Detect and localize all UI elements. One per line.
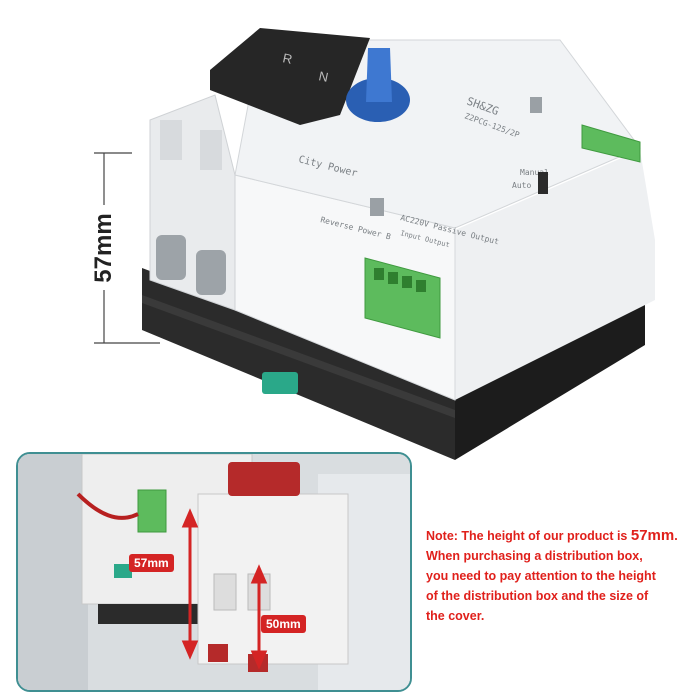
note-line-2: When purchasing a distribution box, xyxy=(426,549,643,563)
tag-57mm: 57mm xyxy=(129,554,174,572)
indicator-window-2 xyxy=(370,198,384,216)
inset-photo: 57mm 50mm xyxy=(16,452,412,692)
terminal-label-r: R xyxy=(281,50,293,67)
note-line-3: you need to pay attention to the height xyxy=(426,569,656,583)
top-green-connector xyxy=(581,124,641,163)
manual-label: Manual xyxy=(520,168,549,177)
note-line-4: of the distribution box and the size of xyxy=(426,589,649,603)
manual-auto-switch[interactable] xyxy=(538,172,548,194)
dimension-text: 57mm xyxy=(90,213,117,283)
terminal-label-n: N xyxy=(317,68,329,85)
breaker-red-cap xyxy=(228,462,300,496)
selector-knob[interactable] xyxy=(346,48,410,122)
product-photo: R N SH&ZG Z2PCG-125/2P City Power Revers… xyxy=(94,28,655,460)
dimension-label: 57mm xyxy=(84,208,124,288)
front-green-connector xyxy=(364,257,441,339)
indicator-window xyxy=(530,97,542,113)
dimension-bracket xyxy=(94,152,160,344)
height-note: Note: The height of our product is 57mm.… xyxy=(426,526,696,626)
terminal-cover xyxy=(210,28,370,125)
device-right-face xyxy=(455,150,655,400)
measure-arrow-57 xyxy=(181,508,199,660)
note-suffix: . xyxy=(674,529,678,543)
note-prefix: Note: The height of our product is xyxy=(426,529,631,543)
din-clip[interactable] xyxy=(262,372,298,394)
auto-label: Auto xyxy=(512,181,531,190)
inset-illustration xyxy=(18,454,410,690)
tag-50mm: 50mm xyxy=(261,615,306,633)
measure-arrow-50 xyxy=(250,564,268,670)
note-line-1: Note: The height of our product is 57mm. xyxy=(426,526,696,546)
terminal-blocks xyxy=(149,94,236,311)
note-height-value: 57mm xyxy=(630,527,675,544)
note-line-5: the cover. xyxy=(426,609,485,623)
